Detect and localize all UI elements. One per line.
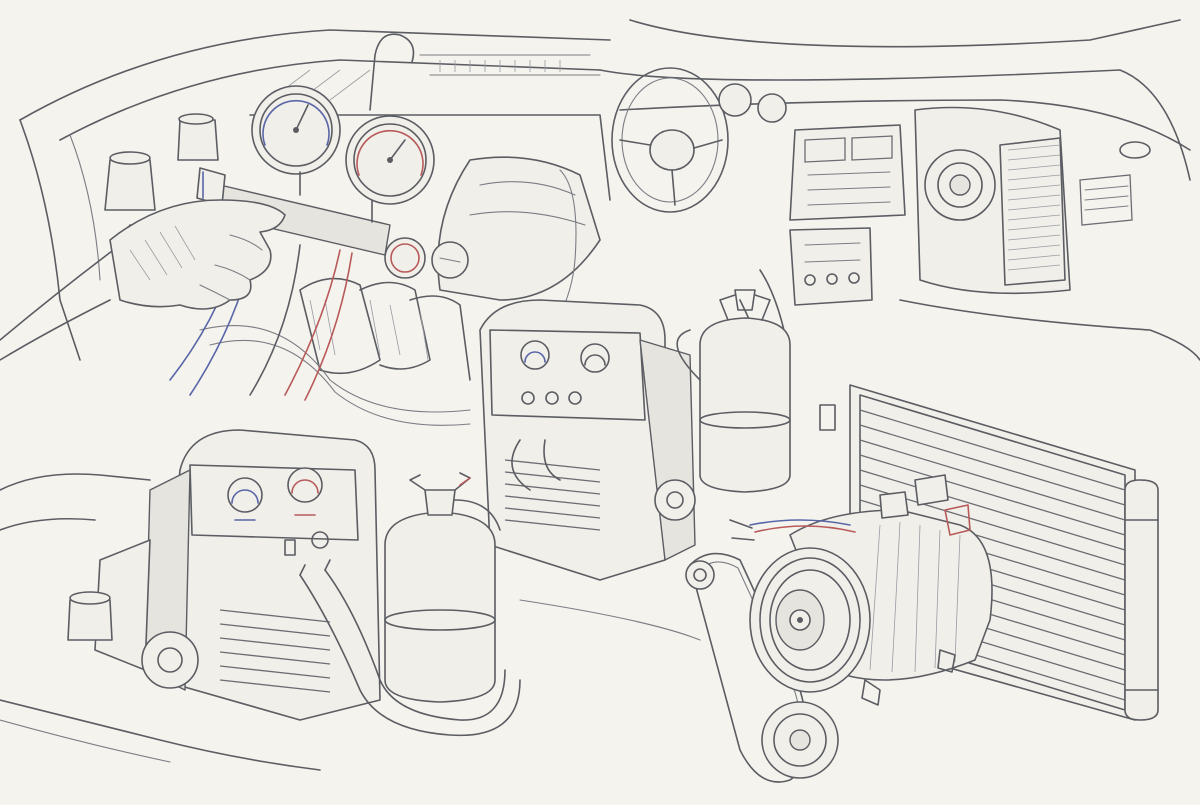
engine-bay bbox=[19, 29, 611, 426]
refrigerant-cylinder bbox=[384, 472, 501, 703]
engine-bay-lower bbox=[0, 473, 321, 771]
ac-compressor bbox=[685, 474, 993, 783]
ac-recovery-machine-back bbox=[479, 299, 696, 581]
gloved-hand bbox=[0, 199, 286, 361]
ac-recovery-machine bbox=[94, 429, 521, 737]
dashboard-cutaway bbox=[599, 19, 1200, 381]
ground-line bbox=[519, 599, 701, 641]
refrigerant-cylinder-back bbox=[676, 289, 791, 493]
